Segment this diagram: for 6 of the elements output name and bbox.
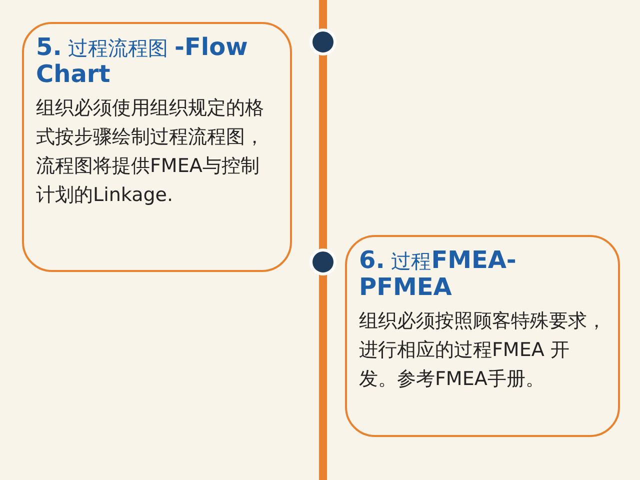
step-description: 组织必须使用组织规定的格式按步骤绘制过程流程图，流程图将提供FMEA与控制计划的Linkage.: [36, 96, 265, 208]
step-card: [345, 235, 620, 437]
step-heading: 5. 过程流程图 -Flow Chart: [36, 34, 249, 88]
step-heading: 6. 过程FMEA-PFMEA: [359, 247, 518, 301]
step-card: [22, 22, 292, 272]
step-description: 组织必须按照顾客特殊要求，进行相应的过程FMEA 开发。参考FMEA手册。: [359, 309, 606, 392]
